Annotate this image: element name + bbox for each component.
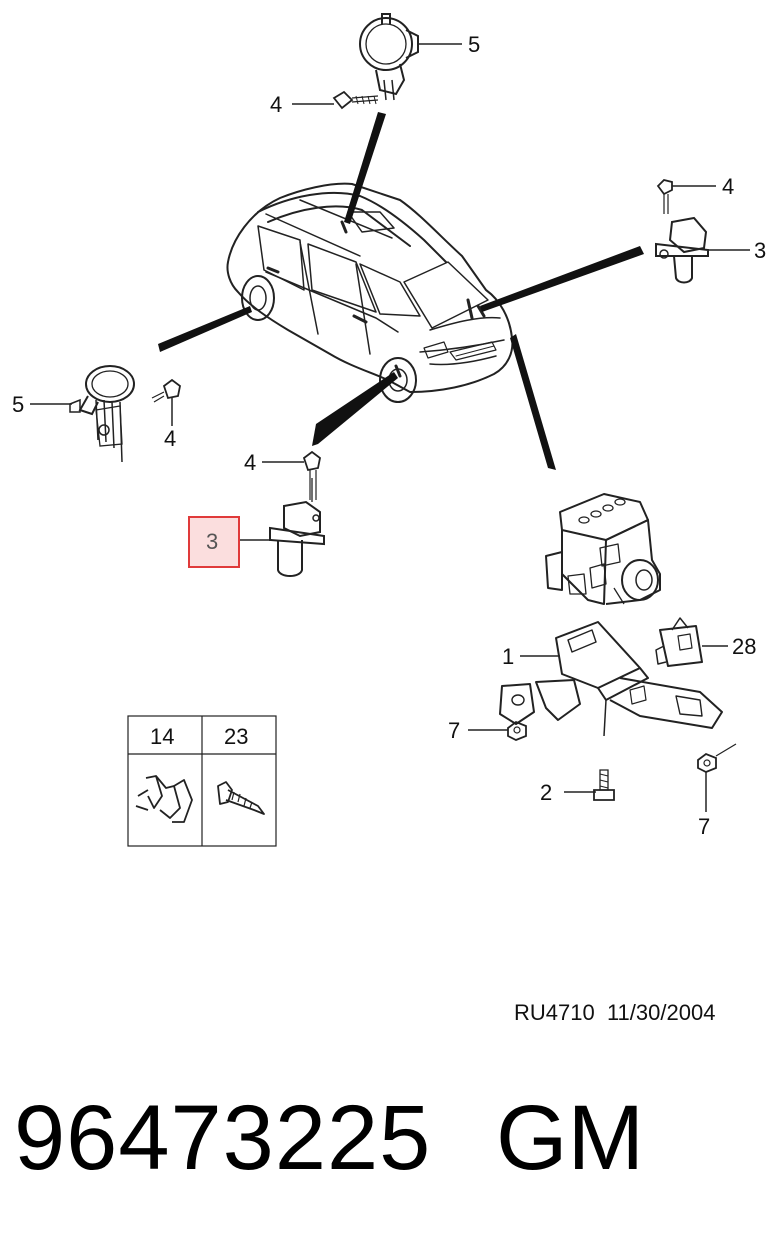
callout-7-right: 7 (698, 814, 710, 839)
left-rear-wheel-sensor (69, 365, 135, 463)
abs-bracket (499, 621, 723, 737)
reference-line: RU4710 11/30/2004 (514, 1000, 715, 1026)
front-wheel-sensor (269, 478, 325, 577)
right-wheel-sensor (655, 216, 709, 284)
callout-7-left: 7 (448, 718, 460, 743)
top-bolt (332, 90, 379, 110)
abs-modulator-unit (545, 493, 661, 605)
callout-1: 1 (502, 644, 514, 669)
parts-table: 14 23 (127, 715, 277, 847)
callout-5-top: 5 (468, 32, 480, 57)
callout-4-front: 4 (244, 450, 256, 475)
left-bolt (151, 378, 181, 403)
callout-2: 2 (540, 780, 552, 805)
part-number: 96473225 (14, 1087, 432, 1189)
right-bolt (656, 179, 673, 214)
harness-connector (655, 617, 703, 667)
callout-28: 28 (732, 634, 756, 659)
car-illustration (226, 182, 514, 403)
screw-icon (217, 781, 265, 815)
callout-3-right: 3 (754, 238, 766, 263)
reference-code: RU4710 (514, 1000, 595, 1025)
callout-5-left: 5 (12, 392, 24, 417)
callout-3-front: 3 (206, 529, 218, 554)
reference-date: 11/30/2004 (606, 1000, 716, 1025)
callout-4-top: 4 (270, 92, 282, 117)
bottom-bolt (593, 769, 615, 801)
brand-name: GM (496, 1087, 645, 1189)
callout-4-left: 4 (164, 426, 176, 451)
callout-4-right: 4 (722, 174, 734, 199)
left-nut (507, 720, 527, 741)
table-header-14: 14 (150, 724, 174, 749)
top-rear-wheel-sensor (359, 13, 419, 101)
location-pointers (158, 112, 644, 470)
highlight-box[interactable] (188, 516, 240, 568)
clip-icon (135, 775, 193, 823)
right-nut (697, 752, 717, 773)
table-header-23: 23 (224, 724, 248, 749)
front-bolt (302, 450, 321, 500)
